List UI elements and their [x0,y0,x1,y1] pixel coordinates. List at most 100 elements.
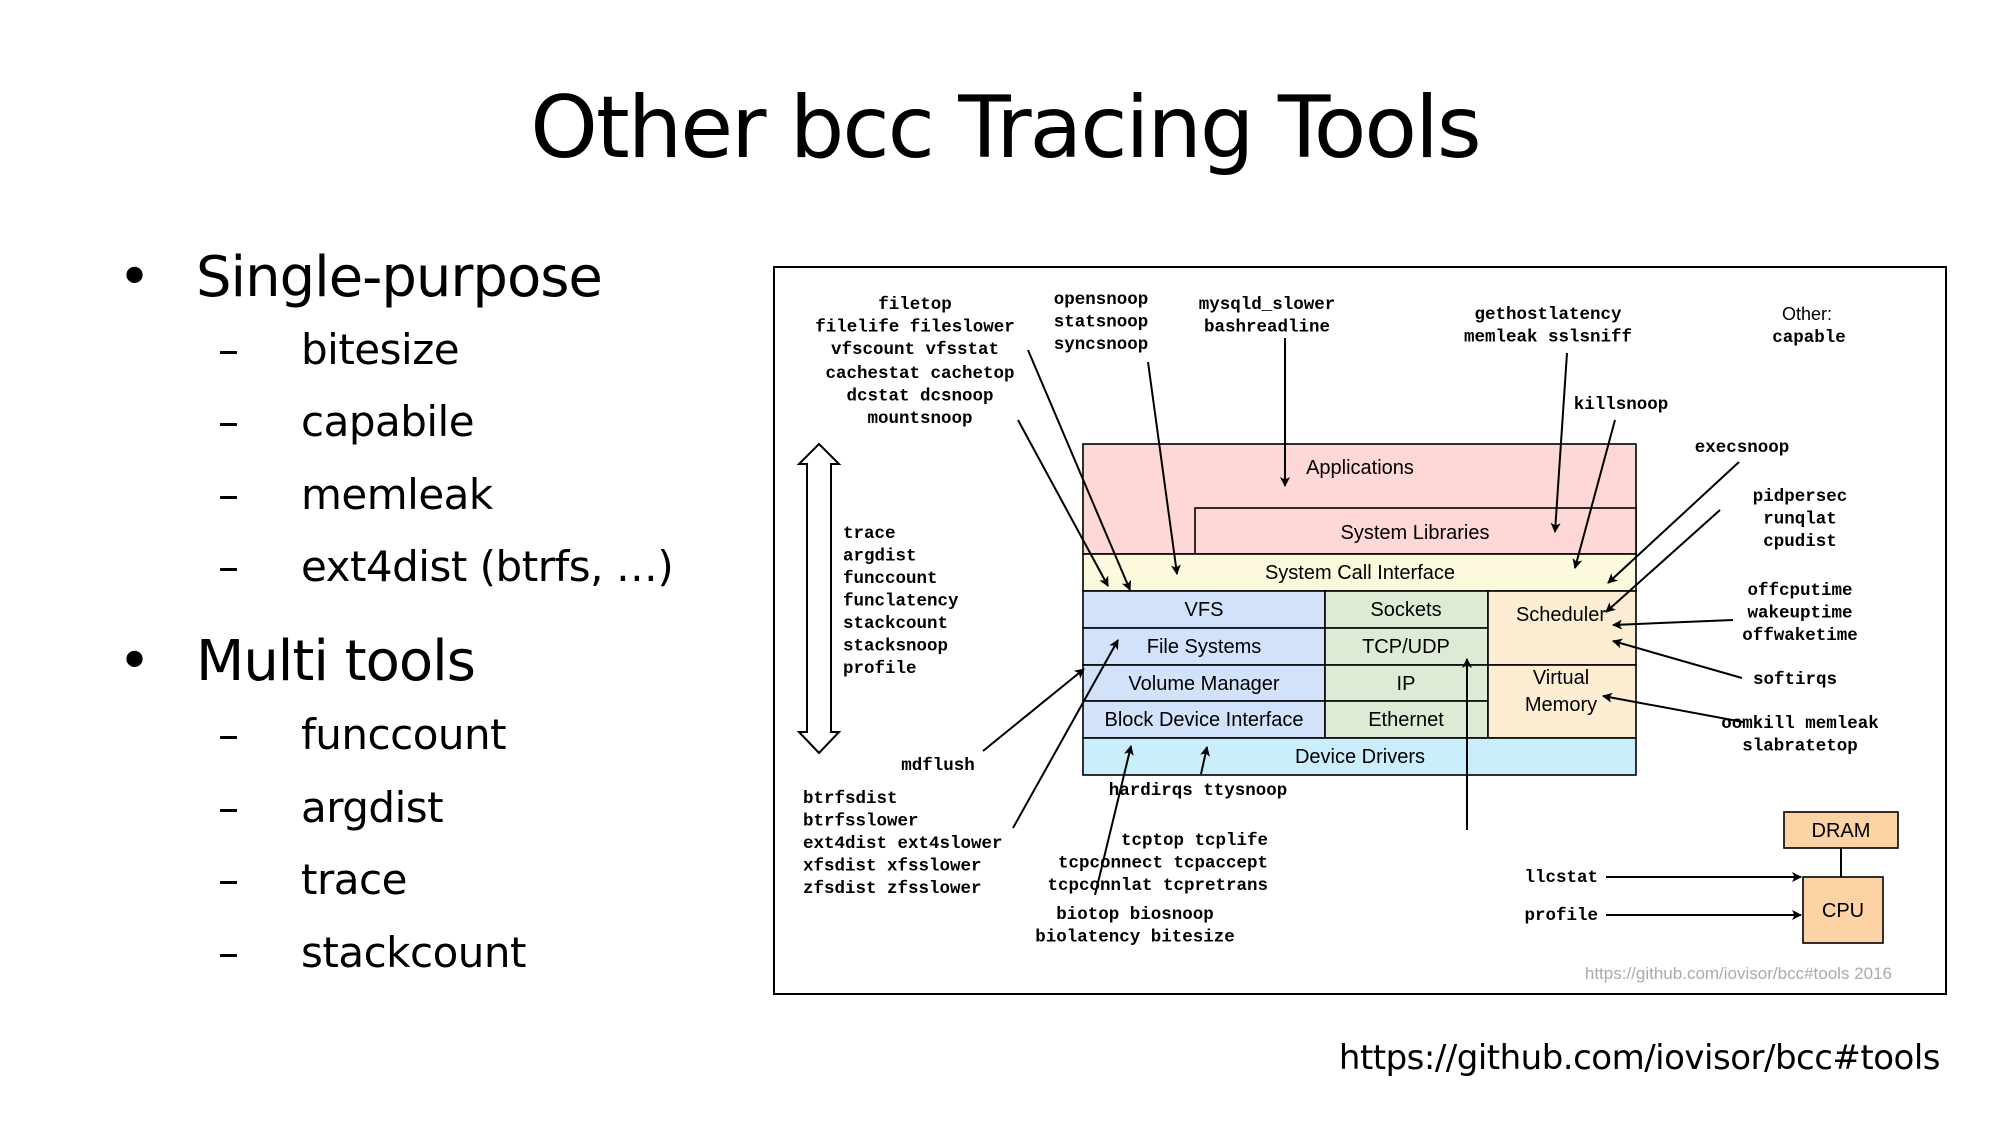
sub-bullet-text: ext4dist (btrfs, …) [301,542,674,591]
sched-tools-label: runqlat [1763,510,1837,530]
dash-icon: – [218,783,239,832]
snoop-tools-label: statsnoop [1054,313,1149,333]
multi-tools-label: stackcount [843,614,948,634]
dash-icon: – [218,928,239,977]
arrow-bio-tools-block-device [1094,745,1134,896]
multi-tools-label: funclatency [843,592,959,612]
multi-tools-label: profile [843,659,917,679]
mem-tools-label: slabratetop [1742,737,1858,757]
volume-manager-layer [1082,664,1326,702]
fs-tools-label: btrfsdist [803,789,898,809]
system-libraries-layer [1194,507,1637,555]
dash-icon: – [218,470,239,519]
tcp-tools-label: tcpconnlat tcpretrans [1047,876,1268,896]
sub-bullet-text: capabile [301,397,475,446]
fs-tools-label: btrfsslower [803,812,919,832]
arrow-file-tools-vfs [1027,349,1132,591]
sub-bullet-text: funccount [301,710,507,759]
arrow-fs-tools-file-systems [1012,639,1119,829]
arrow-killsnoop-syscall [1572,419,1616,569]
dash-icon: – [218,397,239,446]
sub-bullet-text: trace [301,855,407,904]
cache-tools-label: dcstat dcsnoop [846,387,993,407]
lib-tools-label: gethostlatency [1474,305,1622,325]
file-systems-label: File Systems [1147,636,1261,658]
updown-arrow-icon [796,442,842,755]
multi-tools-label: funccount [843,569,938,589]
arrow-execsnoop-syscall [1607,461,1740,584]
softirqs-label: softirqs [1753,670,1837,690]
bullet-icon: • [118,629,151,694]
bullet-icon: • [118,245,151,310]
tcp-udp-label: TCP/UDP [1362,636,1450,658]
sub-bullet-text: bitesize [301,325,460,374]
dram-box [1783,811,1899,849]
cpu-label: CPU [1822,900,1864,922]
block-device-interface-label: Block Device Interface [1105,709,1304,731]
arrows [796,338,1842,920]
dash-icon: – [218,325,239,374]
arrow-sched-tools-scheduler [1605,509,1721,613]
snoop-tools-label: syncsnoop [1054,335,1149,355]
fs-tools-label: xfsdist xfsslower [803,857,982,877]
bullet-label: Multi tools [196,629,476,694]
fs-tools-label: ext4dist ext4slower [803,834,1003,854]
file-tools-label: vfscount vfsstat [831,340,999,360]
bio-tools-label: biotop biosnoop [1056,905,1214,925]
offcpu-tools-label: wakeuptime [1747,604,1852,624]
dash-icon: – [218,710,239,759]
system-call-interface-label: System Call Interface [1265,562,1455,584]
sched-tools-label: cpudist [1763,532,1837,552]
profile-label: profile [1524,906,1598,926]
multi-tools-label: stacksnoop [843,637,948,657]
app-tools-label: mysqld_slower [1199,295,1336,315]
arrow-lib-tools-system-libraries [1550,352,1568,533]
sockets-label: Sockets [1370,599,1441,621]
other-tools-label: capable [1772,328,1846,348]
dash-icon: – [218,855,239,904]
sched-tools-label: pidpersec [1753,487,1848,507]
sub-bullet-text: stackcount [301,928,527,977]
virtual-memory-label: Memory [1525,694,1597,716]
killsnoop-label: killsnoop [1574,395,1669,415]
footer-url[interactable]: https://github.com/iovisor/bcc#tools [1338,1038,1941,1078]
scheduler-label: Scheduler [1516,604,1606,626]
cache-tools-label: cachestat cachetop [825,364,1014,384]
virtual-memory-label: Virtual [1533,667,1589,689]
multi-tools-label: argdist [843,547,917,567]
cpu-box [1802,876,1884,944]
credit-label: https://github.com/iovisor/bcc#tools 201… [1585,964,1892,983]
vfs-label: VFS [1185,599,1224,621]
llcstat-label: llcstat [1524,868,1598,888]
arrow-softirqs-scheduler [1612,638,1743,679]
file-tools-label: filetop [878,295,952,315]
arrow-snoop-tools-syscall [1147,361,1181,575]
arrow-mdflush-volume-manager [982,668,1085,752]
tcp-tools-label: tcptop tcplife [1121,831,1268,851]
other-label: Other: [1782,304,1832,324]
multi-tools-label: trace [843,524,896,544]
file-tools-label: filelife fileslower [815,318,1015,338]
sub-bullet-text: argdist [301,783,444,832]
tcp-tools-label: tcpconnect tcpaccept [1058,854,1268,874]
offcpu-tools-label: offcputime [1747,581,1852,601]
irq-tools-label: hardirqs ttysnoop [1109,781,1288,801]
cache-tools-label: mountsnoop [867,409,972,429]
device-drivers-label: Device Drivers [1295,746,1425,768]
arrow-cache-tools-vfs [1017,419,1109,587]
snoop-tools-label: opensnoop [1054,290,1149,310]
system-libraries-label: System Libraries [1341,522,1490,544]
dram-label: DRAM [1812,820,1871,842]
slide-title: Other bcc Tracing Tools [530,78,1481,178]
arrow-mem-tools-virtual-memory [1602,692,1744,723]
fs-tools-label: zfsdist zfsslower [803,879,982,899]
sub-bullet-text: memleak [301,470,493,519]
lib-tools-label: memleak sslsniff [1464,328,1632,348]
dash-icon: – [218,542,239,591]
arrow-offcpu-tools-scheduler [1612,619,1734,630]
scheduler-layer [1487,590,1637,666]
vfs-layer [1082,590,1326,629]
